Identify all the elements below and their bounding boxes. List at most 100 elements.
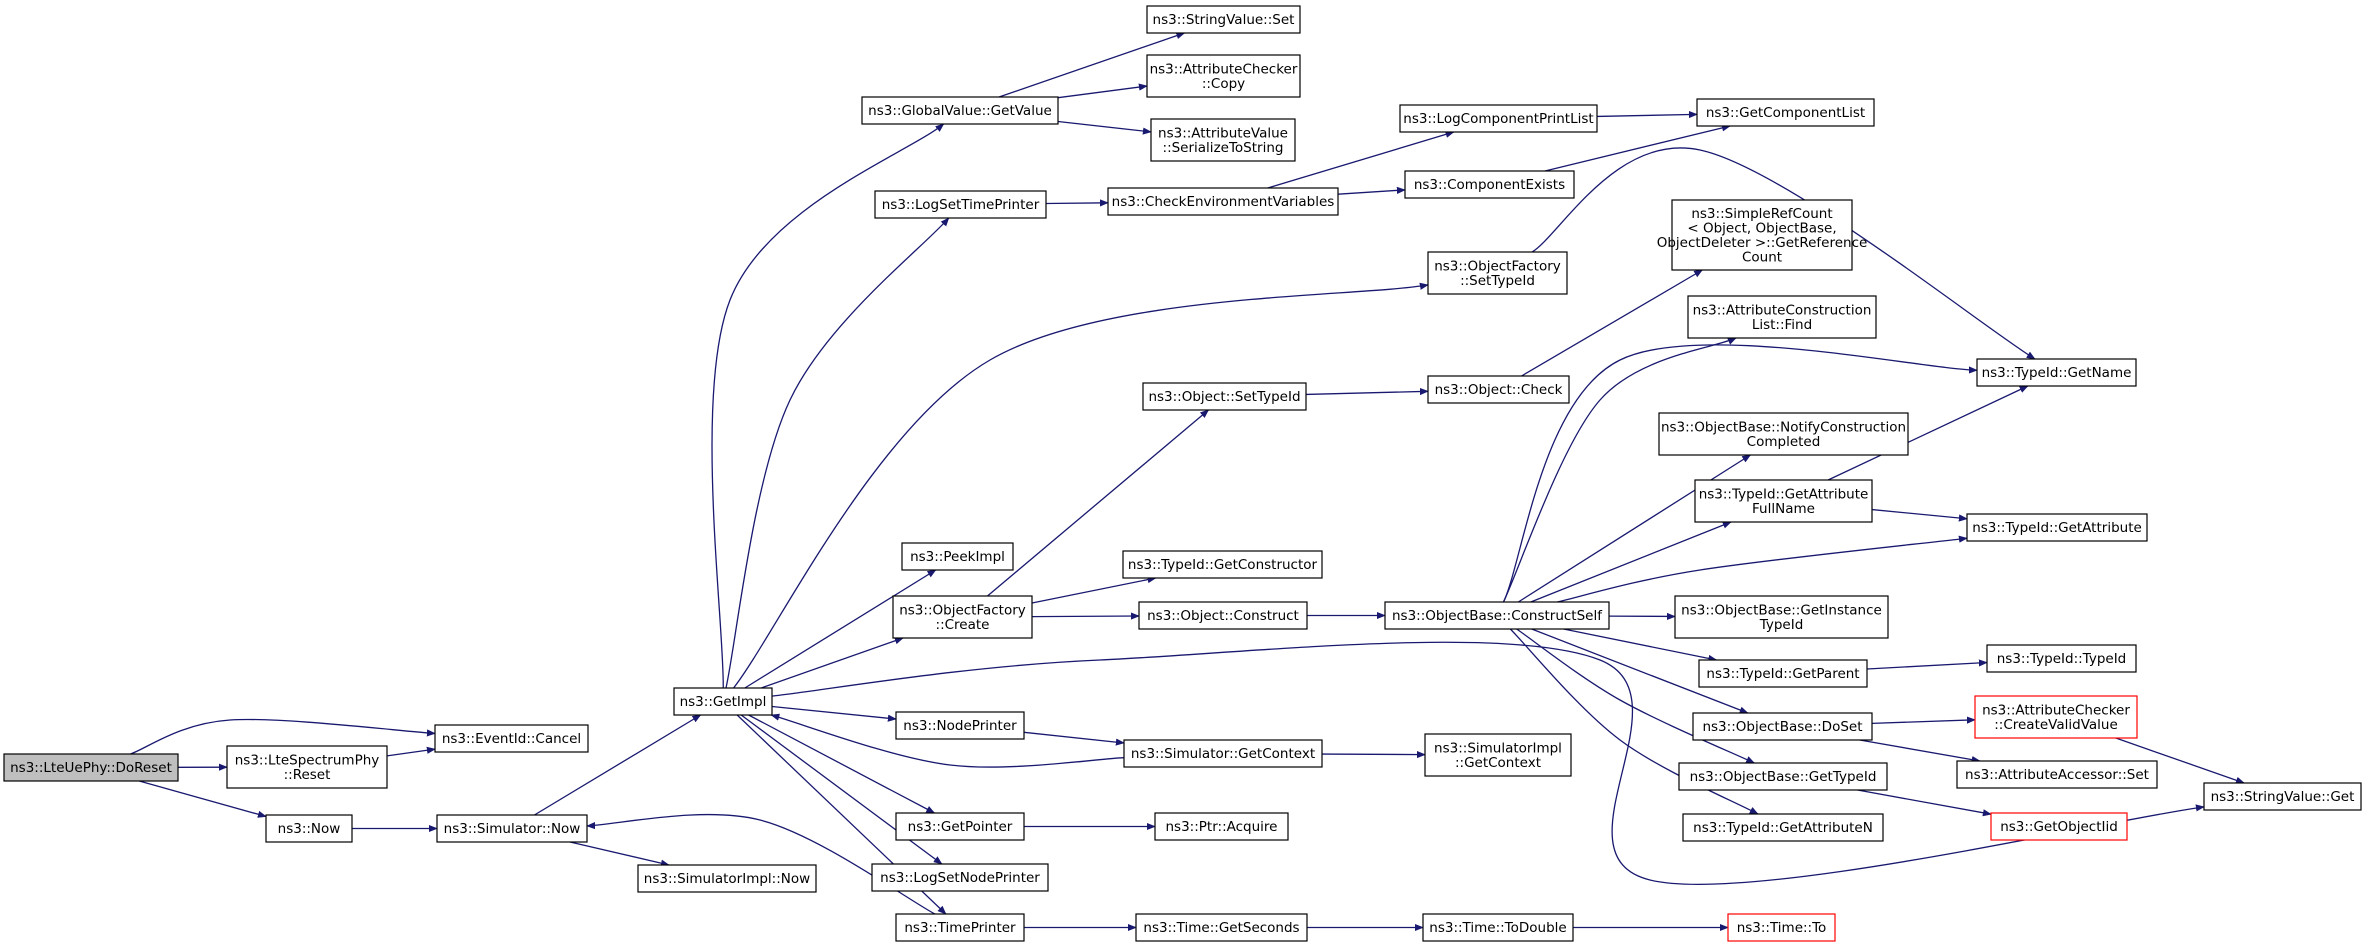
function-node-typeidtypeid[interactable]: ns3::TypeId::TypeId bbox=[1986, 644, 2137, 673]
function-node-checkenv[interactable]: ns3::CheckEnvironmentVariables bbox=[1107, 187, 1339, 216]
function-node-ptracquire[interactable]: ns3::Ptr::Acquire bbox=[1154, 812, 1289, 841]
function-node-typeidgetconstr[interactable]: ns3::TypeId::GetConstructor bbox=[1122, 550, 1323, 579]
call-edge-globalgetvalue-to-attrvalueser bbox=[1057, 120, 1152, 135]
function-node-stringvalueget[interactable]: ns3::StringValue::Get bbox=[2203, 782, 2362, 811]
function-node-getobjectiid[interactable]: ns3::GetObjectIid bbox=[1990, 812, 2128, 841]
function-node-label: ns3::Ptr::Acquire bbox=[1166, 819, 1278, 835]
call-edge-nodeprinter-to-simgetcontext bbox=[1023, 731, 1125, 746]
function-node-label: ::SerializeToString bbox=[1163, 140, 1284, 156]
function-node-label: ns3::Simulator::Now bbox=[444, 821, 581, 837]
function-node-label: ns3::TypeId::GetAttributeN bbox=[1693, 820, 1873, 836]
function-node-timegetseconds[interactable]: ns3::Time::GetSeconds bbox=[1135, 913, 1308, 942]
function-node-simimplnow[interactable]: ns3::SimulatorImpl::Now bbox=[637, 864, 817, 893]
function-node-box bbox=[1727, 913, 1836, 942]
function-node-objconstruct[interactable]: ns3::Object::Construct bbox=[1138, 601, 1308, 630]
function-node-label: ns3::ObjectBase::GetInstance bbox=[1681, 602, 1882, 618]
function-node-simplerefcount[interactable]: ns3::SimpleRefCount< Object, ObjectBase,… bbox=[1657, 199, 1868, 271]
function-node-label: ns3::LteUePhy::DoReset bbox=[10, 760, 172, 776]
function-node-box bbox=[1107, 187, 1339, 216]
function-node-createvalidvalue[interactable]: ns3::AttributeChecker::CreateValidValue bbox=[1974, 695, 2138, 739]
function-node-label: ns3::NodePrinter bbox=[903, 718, 1017, 734]
function-node-typeidgetattr[interactable]: ns3::TypeId::GetAttribute bbox=[1966, 513, 2148, 542]
call-edge-getimpl-to-getpointer bbox=[748, 714, 936, 814]
function-node-label: ns3::TypeId::GetAttribute bbox=[1699, 486, 1869, 502]
function-node-getcomplist[interactable]: ns3::GetComponentList bbox=[1696, 98, 1875, 127]
function-node-label: ns3::GetPointer bbox=[908, 819, 1013, 835]
call-edge-simgetcontext-to-simimplgetcontext bbox=[1321, 750, 1426, 759]
function-node-box bbox=[895, 913, 1025, 942]
call-edge-ltespectrumreset-to-eventcancel bbox=[386, 746, 436, 757]
function-node-eventcancel[interactable]: ns3::EventId::Cancel bbox=[434, 724, 589, 753]
function-node-globalgetvalue[interactable]: ns3::GlobalValue::GetValue bbox=[861, 96, 1059, 125]
function-node-timetodouble[interactable]: ns3::Time::ToDouble bbox=[1422, 913, 1574, 942]
function-node-label: ns3::AttributeConstruction bbox=[1693, 302, 1872, 318]
function-node-getattributen[interactable]: ns3::TypeId::GetAttributeN bbox=[1682, 813, 1884, 842]
function-node-logsettimeprinter[interactable]: ns3::LogSetTimePrinter bbox=[874, 190, 1047, 219]
call-edge-globalgetvalue-to-stringvalueset bbox=[998, 32, 1186, 98]
function-node-label: ns3::Time::ToDouble bbox=[1429, 920, 1566, 936]
call-edges bbox=[130, 32, 2245, 932]
function-node-box bbox=[1990, 812, 2128, 841]
function-node-label: Count bbox=[1742, 249, 1782, 265]
function-node-objfactcreate[interactable]: ns3::ObjectFactory::Create bbox=[892, 595, 1033, 639]
function-node-label: ns3::ObjectBase::DoSet bbox=[1702, 719, 1862, 735]
function-node-compexists[interactable]: ns3::ComponentExists bbox=[1404, 170, 1575, 199]
function-node-timeprinter[interactable]: ns3::TimePrinter bbox=[895, 913, 1025, 942]
function-node-nodeprinter[interactable]: ns3::NodePrinter bbox=[895, 711, 1025, 740]
function-node-typeidgetname[interactable]: ns3::TypeId::GetName bbox=[1976, 358, 2137, 387]
function-node-objfactsettypeid[interactable]: ns3::ObjectFactory::SetTypeId bbox=[1427, 251, 1568, 295]
call-edge-logsettimeprinter-to-checkenv bbox=[1045, 199, 1109, 207]
call-edge-objfactcreate-to-objconstruct bbox=[1031, 612, 1140, 620]
function-node-attrcheckercopy[interactable]: ns3::AttributeChecker::Copy bbox=[1146, 54, 1301, 98]
function-node-getpointer[interactable]: ns3::GetPointer bbox=[895, 812, 1025, 841]
function-node-typeidgetparent[interactable]: ns3::TypeId::GetParent bbox=[1698, 659, 1868, 688]
function-node-box bbox=[1123, 739, 1323, 768]
call-edge-constructself-to-objbasedoset bbox=[1531, 628, 1749, 714]
function-node-label: ns3::TypeId::GetParent bbox=[1706, 666, 1859, 682]
function-node-box bbox=[1384, 601, 1610, 630]
function-node-box bbox=[637, 864, 817, 893]
function-node-label: ns3::TypeId::GetName bbox=[1982, 365, 2132, 381]
function-node-now[interactable]: ns3::Now bbox=[265, 814, 353, 843]
function-node-label: ns3::SimpleRefCount bbox=[1691, 206, 1832, 222]
function-node-box bbox=[1122, 550, 1323, 579]
function-node-simimplgetcontext[interactable]: ns3::SimulatorImpl::GetContext bbox=[1424, 733, 1572, 777]
function-node-attraccessorset[interactable]: ns3::AttributeAccessor::Set bbox=[1956, 760, 2158, 789]
function-node-box bbox=[1427, 375, 1570, 404]
function-node-objcheck[interactable]: ns3::Object::Check bbox=[1427, 375, 1570, 404]
function-node-label: ns3::StringValue::Get bbox=[2211, 789, 2355, 805]
function-node-constructself[interactable]: ns3::ObjectBase::ConstructSelf bbox=[1384, 601, 1610, 630]
function-node-objbasegettypeid[interactable]: ns3::ObjectBase::GetTypeId bbox=[1678, 762, 1888, 791]
function-node-simgetcontext[interactable]: ns3::Simulator::GetContext bbox=[1123, 739, 1323, 768]
call-edge-compexists-to-getcomplist bbox=[1544, 124, 1731, 172]
function-node-objsettypeid[interactable]: ns3::Object::SetTypeId bbox=[1142, 382, 1307, 411]
function-node-attrvalueser[interactable]: ns3::AttributeValue::SerializeToString bbox=[1150, 118, 1296, 162]
call-edge-constructself-to-typeidgetattr bbox=[1557, 535, 1968, 603]
function-node-box bbox=[1682, 813, 1884, 842]
function-node-box bbox=[1135, 913, 1308, 942]
function-node-peekimpl[interactable]: ns3::PeekImpl bbox=[901, 542, 1014, 571]
function-node-simnow[interactable]: ns3::Simulator::Now bbox=[436, 814, 588, 843]
function-node-timeto[interactable]: ns3::Time::To bbox=[1727, 913, 1836, 942]
function-node-label: ns3::GlobalValue::GetValue bbox=[868, 103, 1052, 119]
function-node-label: ns3::AttributeChecker bbox=[1982, 702, 2130, 718]
function-node-label: ObjectDeleter >::GetReference bbox=[1657, 235, 1868, 251]
function-node-box bbox=[1696, 98, 1875, 127]
function-node-logsetnodeprinter[interactable]: ns3::LogSetNodePrinter bbox=[871, 863, 1049, 892]
function-node-label: ns3::GetImpl bbox=[680, 694, 767, 710]
function-node-stringvalueset[interactable]: ns3::StringValue::Set bbox=[1146, 5, 1301, 34]
function-node-doreset[interactable]: ns3::LteUePhy::DoReset bbox=[3, 753, 179, 782]
function-node-box bbox=[434, 724, 589, 753]
function-node-logcompprintlist[interactable]: ns3::LogComponentPrintList bbox=[1399, 104, 1598, 133]
function-node-notifyconstr[interactable]: ns3::ObjectBase::NotifyConstructionCompl… bbox=[1658, 412, 1909, 456]
function-node-label: ns3::Object::Check bbox=[1435, 382, 1563, 398]
function-node-getimpl[interactable]: ns3::GetImpl bbox=[673, 687, 773, 716]
function-node-objbasedoset[interactable]: ns3::ObjectBase::DoSet bbox=[1692, 712, 1873, 741]
call-edge-getattrfullname-to-typeidgetname bbox=[1827, 385, 2029, 481]
function-node-ltespectrumreset[interactable]: ns3::LteSpectrumPhy::Reset bbox=[226, 745, 388, 789]
call-edge-simnow-to-simimplnow bbox=[569, 841, 670, 867]
